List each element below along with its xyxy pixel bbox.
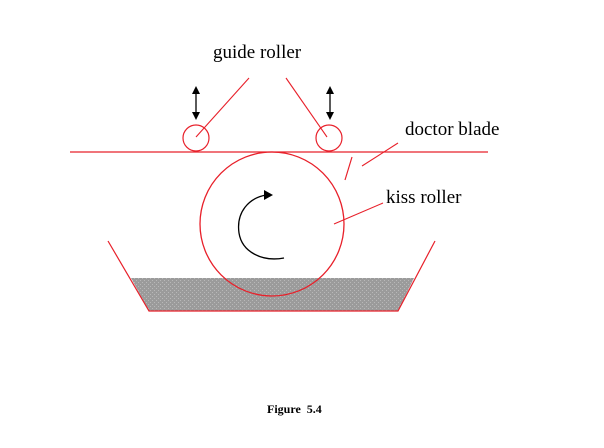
rotation-arrow-icon	[237, 190, 285, 260]
figure-caption: Figure 5.4	[267, 402, 322, 416]
guide-roller-leader-left	[195, 77, 250, 138]
up-down-arrow-icon-left	[192, 86, 200, 120]
ink-tray	[107, 240, 436, 312]
ink-fill	[131, 278, 414, 311]
kiss-roller-label: kiss roller	[386, 187, 462, 208]
doctor-blade-leader	[361, 142, 399, 167]
up-down-arrow-icon-right	[326, 86, 334, 120]
doctor-blade	[344, 156, 353, 181]
guide-roller-leader-right	[285, 77, 328, 138]
kiss-roller	[199, 151, 345, 297]
guide-roller-label: guide roller	[213, 42, 302, 63]
guide-roller-left	[182, 124, 210, 152]
guide-roller-right	[315, 124, 343, 152]
kiss-roller-leader	[333, 202, 384, 225]
doctor-blade-label: doctor blade	[405, 119, 499, 140]
